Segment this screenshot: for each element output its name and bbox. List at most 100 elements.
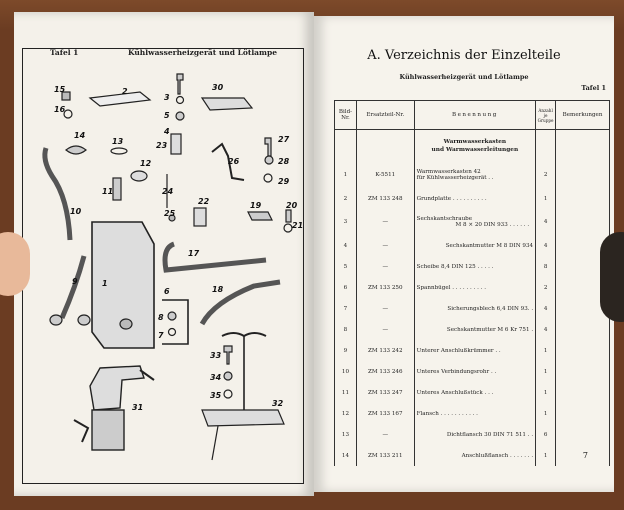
figure-label: 27 xyxy=(278,135,290,144)
cell-benennung-line2: für Kühlwasserheizgerät . . xyxy=(416,175,494,181)
cell-ersatzteil: ZM 133 247 xyxy=(355,382,415,403)
cell-benennung: Scheibe 8,4 DIN 125 . . . . . xyxy=(413,256,537,277)
table-row: 9 ZM 133 242 Unterer Anschlußkrümmer . .… xyxy=(334,340,610,361)
col-header-ersatzteil: Ersatzteil-Nr. xyxy=(355,100,415,130)
figure-label: 13 xyxy=(112,137,124,146)
cell-bild: 12 xyxy=(334,403,357,424)
page-subtitle: Kühlwasserheizgerät und Lötlampe xyxy=(399,73,529,81)
figure-label: 21 xyxy=(292,221,303,230)
cell-benennung: Grundplatte . . . . . . . . . . xyxy=(413,188,537,209)
right-page: A. Verzeichnis der Einzelteile Kühlwasse… xyxy=(314,16,614,492)
cell-anzahl: 4 xyxy=(535,298,557,319)
table-row: 6 ZM 133 250 Spannbügel . . . . . . . . … xyxy=(334,277,610,298)
figure-label: 34 xyxy=(210,373,222,382)
cell-ersatzteil: K-5511 xyxy=(355,162,415,188)
tafel-label-left: Tafel 1 xyxy=(50,48,79,57)
cell-anzahl: 4 xyxy=(535,209,557,235)
cell-benennung: Sechskantmutter M 8 DIN 934 xyxy=(413,235,537,256)
figure-label: 1 xyxy=(102,279,108,288)
table-header-row: Bild-Nr. Ersatzteil-Nr. Benennung Anzahl… xyxy=(334,100,610,130)
figure-label: 31 xyxy=(132,403,143,412)
cell-benennung: Unterer Anschlußkrümmer . . xyxy=(413,340,537,361)
table-row: 4 — Sechskantmutter M 8 DIN 934 4 xyxy=(334,235,610,256)
figure-label: 22 xyxy=(198,197,210,206)
cell-bild: 7 xyxy=(334,298,357,319)
col-header-bemerkungen: Bemerkungen xyxy=(555,100,610,130)
cell-benennung: Sechskantmutter M 6 Kr 751 . xyxy=(413,319,537,340)
cell-ersatzteil: ZM 133 246 xyxy=(355,361,415,382)
col-header-benennung: Benennung xyxy=(413,100,537,130)
figure-label: 23 xyxy=(156,141,168,150)
cell-ersatzteil: ZM 133 250 xyxy=(355,277,415,298)
table-row: 12 ZM 133 167 Flansch . . . . . . . . . … xyxy=(334,403,610,424)
figure-label: 3 xyxy=(164,93,170,102)
cell-anzahl: 1 xyxy=(535,361,557,382)
cell-bild: 4 xyxy=(334,235,357,256)
left-page-heading: Kühlwasserheizgerät und Lötlampe xyxy=(128,48,277,57)
section-heading: und Warmwasserleitungen xyxy=(431,147,519,153)
figure-label: 25 xyxy=(164,209,176,218)
cell-anzahl: 6 xyxy=(535,424,557,445)
cell-bild: 2 xyxy=(334,188,357,209)
figure-label: 17 xyxy=(188,249,200,258)
figure-label: 18 xyxy=(212,285,224,294)
figure-label: 8 xyxy=(158,313,164,322)
thumb xyxy=(0,232,30,296)
table-row: 10 ZM 133 246 Unteres Verbindungsrohr . … xyxy=(334,361,610,382)
col-header-bild: Bild-Nr. xyxy=(334,100,357,130)
figure-label: 35 xyxy=(210,391,222,400)
figure-label: 11 xyxy=(102,187,113,196)
cell-benennung: Sechskantschraube xyxy=(416,216,473,222)
figure-label: 29 xyxy=(278,177,290,186)
table-row: 13 — Dichtflansch 30 DIN 71 511 . . 6 xyxy=(334,424,610,445)
cell-ersatzteil: ZM 133 248 xyxy=(355,188,415,209)
cell-ersatzteil: — xyxy=(355,256,415,277)
table-row: 7 — Sicherungsblech 6,4 DIN 93. . 4 xyxy=(334,298,610,319)
cell-benennung: Warmwasserkasten 42 xyxy=(416,169,481,175)
figure-label: 28 xyxy=(278,157,290,166)
cell-ersatzteil: — xyxy=(355,319,415,340)
table-row: 5 — Scheibe 8,4 DIN 125 . . . . . 8 xyxy=(334,256,610,277)
cell-benennung: Unteres Anschlußstück . . . xyxy=(413,382,537,403)
cell-ersatzteil: ZM 133 211 xyxy=(355,445,415,466)
figure-label: 12 xyxy=(140,159,152,168)
tape-roll xyxy=(600,232,624,322)
cell-benennung: Sicherungsblech 6,4 DIN 93. . xyxy=(413,298,537,319)
cell-anzahl: 1 xyxy=(535,188,557,209)
cell-ersatzteil: — xyxy=(355,298,415,319)
cell-bild: 8 xyxy=(334,319,357,340)
figure-label: 5 xyxy=(164,111,170,120)
cell-bild: 1 xyxy=(334,162,357,188)
tafel-label-right: Tafel 1 xyxy=(581,84,606,92)
cell-anzahl: 4 xyxy=(535,319,557,340)
cell-anzahl: 1 xyxy=(535,382,557,403)
cell-anzahl: 2 xyxy=(535,277,557,298)
figure-label: 19 xyxy=(250,201,262,210)
figure-label: 14 xyxy=(74,131,86,140)
cell-ersatzteil: ZM 133 242 xyxy=(355,340,415,361)
cell-bild: 13 xyxy=(334,424,357,445)
cell-anzahl: 2 xyxy=(535,162,557,188)
figure-label: 7 xyxy=(158,331,164,340)
cell-anzahl: 4 xyxy=(535,235,557,256)
figure-label: 33 xyxy=(210,351,222,360)
col-header-anzahl: Anzahl je Gruppe xyxy=(535,100,557,130)
cell-benennung-line2: M 8 × 20 DIN 933 . . . . . . xyxy=(455,222,530,228)
cell-bild: 5 xyxy=(334,256,357,277)
figure-label: 6 xyxy=(164,287,170,296)
figure-label: 26 xyxy=(228,157,240,166)
cell-ersatzteil: — xyxy=(355,209,415,235)
cell-benennung: Dichtflansch 30 DIN 71 511 . . xyxy=(413,424,537,445)
figure-label: 9 xyxy=(72,277,78,286)
cell-bild: 6 xyxy=(334,277,357,298)
page-title: A. Verzeichnis der Einzelteile xyxy=(367,48,561,63)
figure-label: 4 xyxy=(163,127,170,136)
cell-bild: 10 xyxy=(334,361,357,382)
table-row: 14 ZM 133 211 Anschlußflansch . . . . . … xyxy=(334,445,610,466)
page-number: 7 xyxy=(582,451,588,460)
figure-label: 20 xyxy=(286,201,298,210)
table-row: 8 — Sechskantmutter M 6 Kr 751 . 4 xyxy=(334,319,610,340)
cell-benennung: Anschlußflansch . . . . . . . xyxy=(413,445,537,466)
